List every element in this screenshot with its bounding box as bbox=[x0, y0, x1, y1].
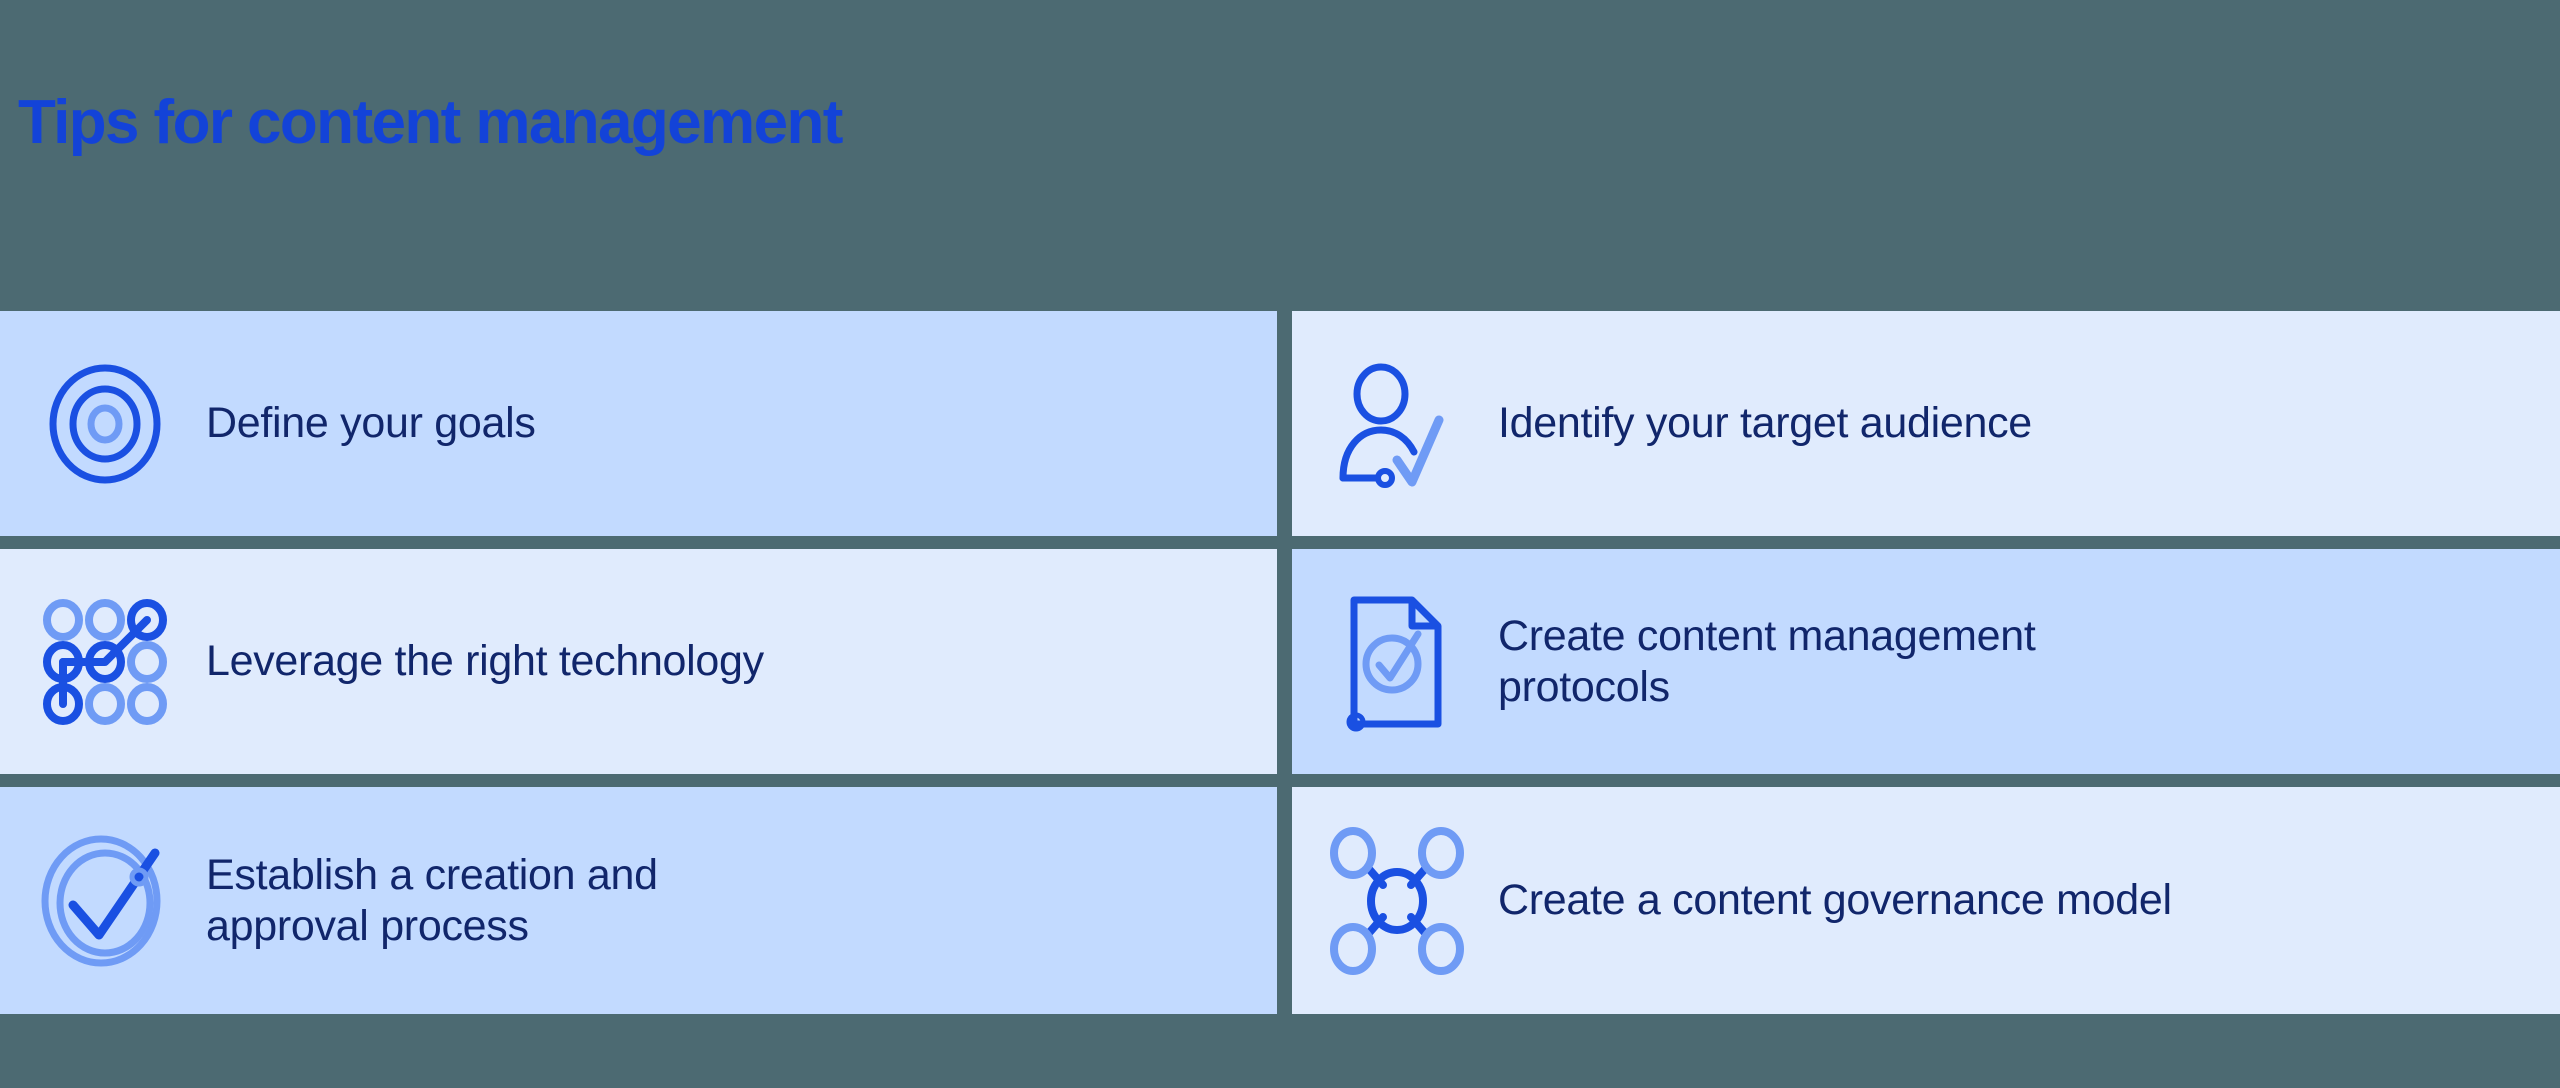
tip-card-establish-a-creation-and-approval-process[interactable]: Establish a creation and approval proces… bbox=[0, 787, 1277, 1014]
tip-card-label: Establish a creation and approval proces… bbox=[206, 851, 658, 950]
tip-card-create-a-content-governance-model[interactable]: Create a content governance model bbox=[1292, 787, 2560, 1014]
tip-card-label: Create a content governance model bbox=[1498, 876, 2172, 925]
tip-card-identify-your-target-audience[interactable]: Identify your target audience bbox=[1292, 311, 2560, 536]
tips-grid: Define your goals Identify your target a… bbox=[0, 311, 2560, 1014]
person-check-icon bbox=[1322, 344, 1472, 504]
tip-card-define-your-goals[interactable]: Define your goals bbox=[0, 311, 1277, 536]
target-icon bbox=[30, 344, 180, 504]
tip-card-label: Define your goals bbox=[206, 399, 536, 448]
hub-spoke-icon bbox=[1322, 821, 1472, 981]
circle-check-icon bbox=[30, 821, 180, 981]
tip-card-label: Identify your target audience bbox=[1498, 399, 2032, 448]
tip-card-label: Create content management protocols bbox=[1498, 612, 2036, 711]
tip-card-create-content-management-protocols[interactable]: Create content management protocols bbox=[1292, 549, 2560, 774]
page-title: Tips for content management bbox=[18, 88, 843, 157]
tip-card-label: Leverage the right technology bbox=[206, 637, 764, 686]
network-grid-icon bbox=[30, 582, 180, 742]
tip-card-leverage-the-right-technology[interactable]: Leverage the right technology bbox=[0, 549, 1277, 774]
document-check-icon bbox=[1322, 582, 1472, 742]
